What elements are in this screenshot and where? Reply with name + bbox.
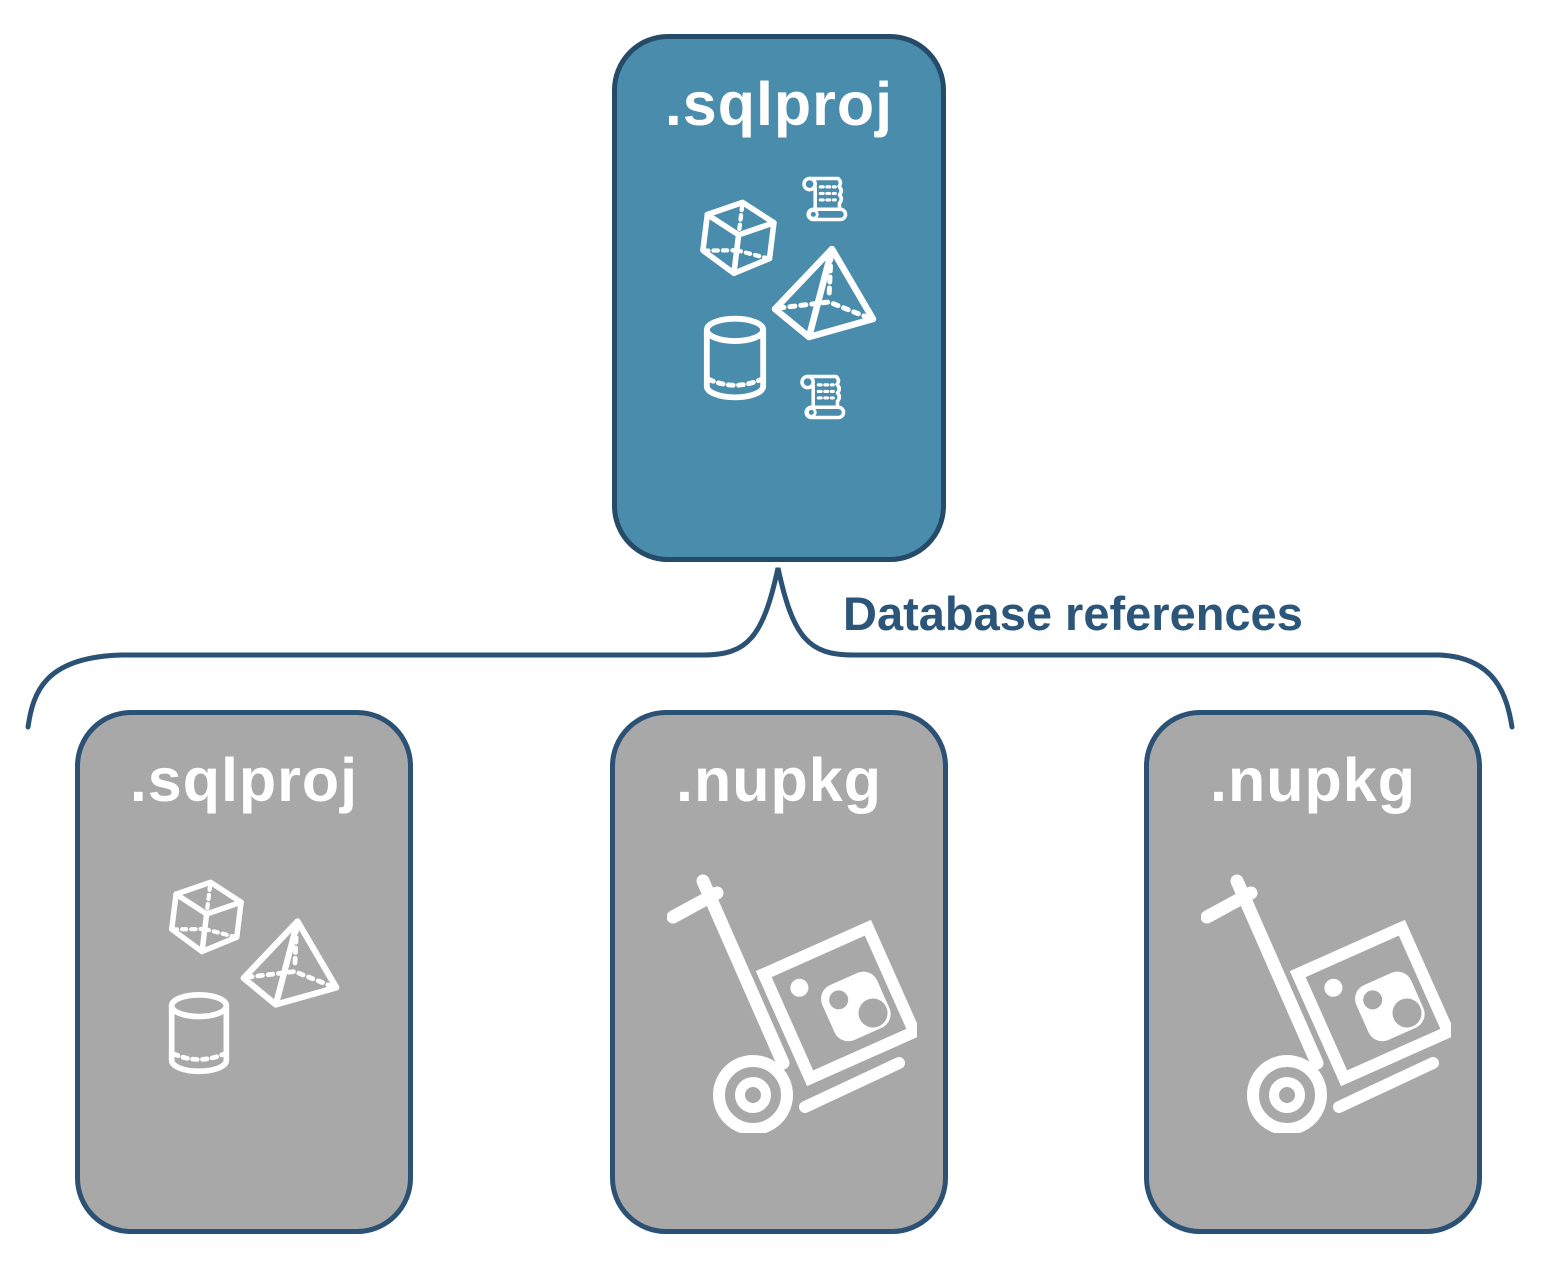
node-child-nupkg-2: .nupkg [1144,710,1482,1234]
cube-icon [169,879,244,955]
script-scroll-icon [800,374,846,420]
database-cylinder-icon [168,992,230,1075]
node-child-nupkg-1: .nupkg [610,710,948,1234]
node-title: .nupkg [1210,746,1416,814]
cube-icon [700,199,777,277]
script-scroll-icon [802,176,848,222]
node-root-sqlproj: .sqlproj [612,34,946,562]
database-cylinder-icon [703,315,767,401]
node-title: .sqlproj [129,746,359,814]
node-child-sqlproj: .sqlproj [75,710,413,1234]
nuget-package-handtruck-icon [667,874,917,1133]
pyramid-icon [240,918,340,1008]
node-title: .sqlproj [664,70,894,138]
node-title: .nupkg [676,746,882,814]
nuget-package-handtruck-icon [1201,874,1451,1133]
pyramid-icon [771,245,877,341]
connector-label: Database references [843,587,1303,640]
